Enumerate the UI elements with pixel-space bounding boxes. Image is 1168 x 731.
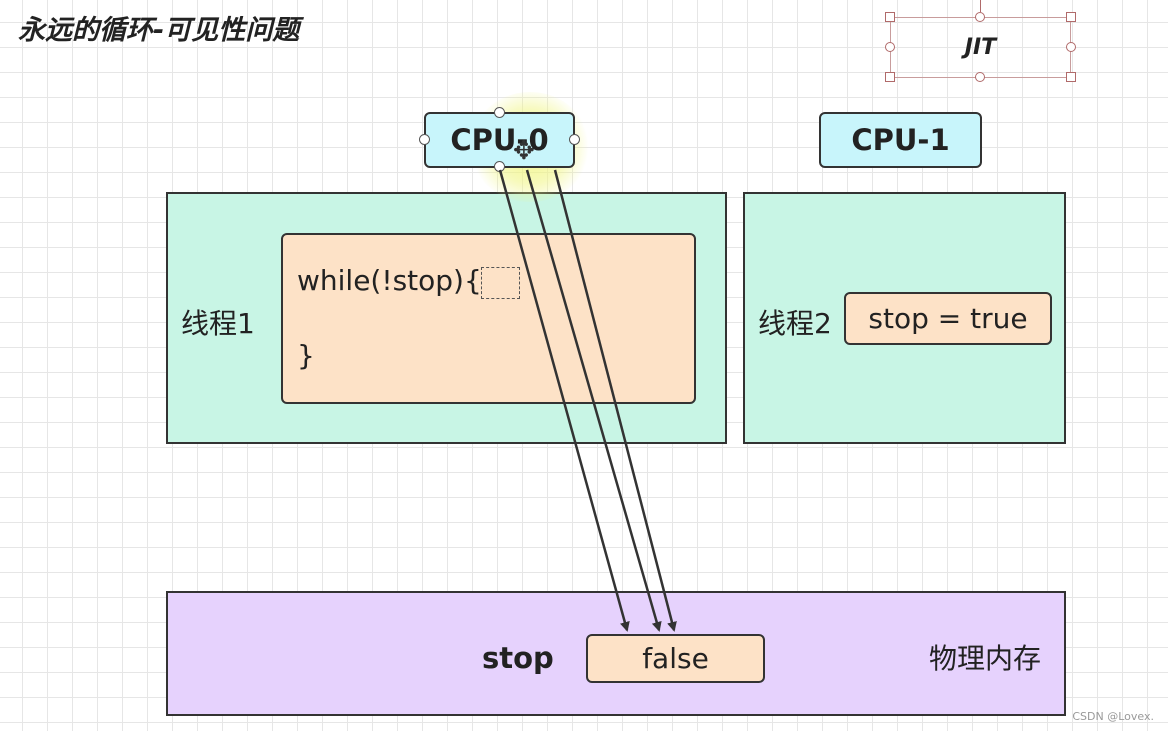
watermark: CSDN @Lovex. (1072, 710, 1154, 723)
thread2-label: 线程2 (758, 307, 832, 340)
move-cursor-icon: ✥ (513, 136, 535, 166)
cpu0-label: CPU-0 (450, 123, 549, 157)
jit-connector-line (980, 0, 981, 12)
jit-resize-handle-top-right[interactable] (1066, 12, 1076, 22)
thread1-label: 线程1 (181, 307, 255, 340)
cpu0-resize-handle-top[interactable] (494, 107, 505, 118)
jit-resize-handle-left[interactable] (885, 42, 895, 52)
jit-label: JIT (964, 35, 997, 60)
thread2-code-box[interactable]: stop = true (844, 292, 1052, 345)
memory-variable-value-box[interactable]: false (586, 634, 765, 683)
thread1-code-line1: while(!stop){ (297, 264, 482, 297)
cpu1-box[interactable]: CPU-1 (819, 112, 982, 168)
diagram-title: 永远的循环-可见性问题 (18, 15, 300, 46)
thread2-code: stop = true (868, 302, 1028, 335)
read-arrow-3 (553, 169, 677, 632)
main-memory-label: 物理内存 (929, 642, 1042, 675)
read-arrow-1 (498, 169, 630, 632)
read-arrow-2 (525, 169, 662, 632)
text-cursor-placeholder (481, 267, 520, 299)
jit-resize-handle-bottom[interactable] (975, 72, 985, 82)
jit-resize-handle-top[interactable] (975, 12, 985, 22)
thread1-code-box[interactable] (281, 233, 696, 404)
memory-variable-name: stop (482, 641, 554, 675)
jit-resize-handle-top-left[interactable] (885, 12, 895, 22)
memory-variable-value: false (642, 642, 709, 675)
jit-resize-handle-bottom-left[interactable] (885, 72, 895, 82)
cpu0-resize-handle-left[interactable] (419, 134, 430, 145)
jit-resize-handle-bottom-right[interactable] (1066, 72, 1076, 82)
jit-resize-handle-right[interactable] (1066, 42, 1076, 52)
cpu0-resize-handle-right[interactable] (569, 134, 580, 145)
thread1-code-line2: } (297, 339, 315, 372)
cpu1-label: CPU-1 (851, 123, 950, 157)
